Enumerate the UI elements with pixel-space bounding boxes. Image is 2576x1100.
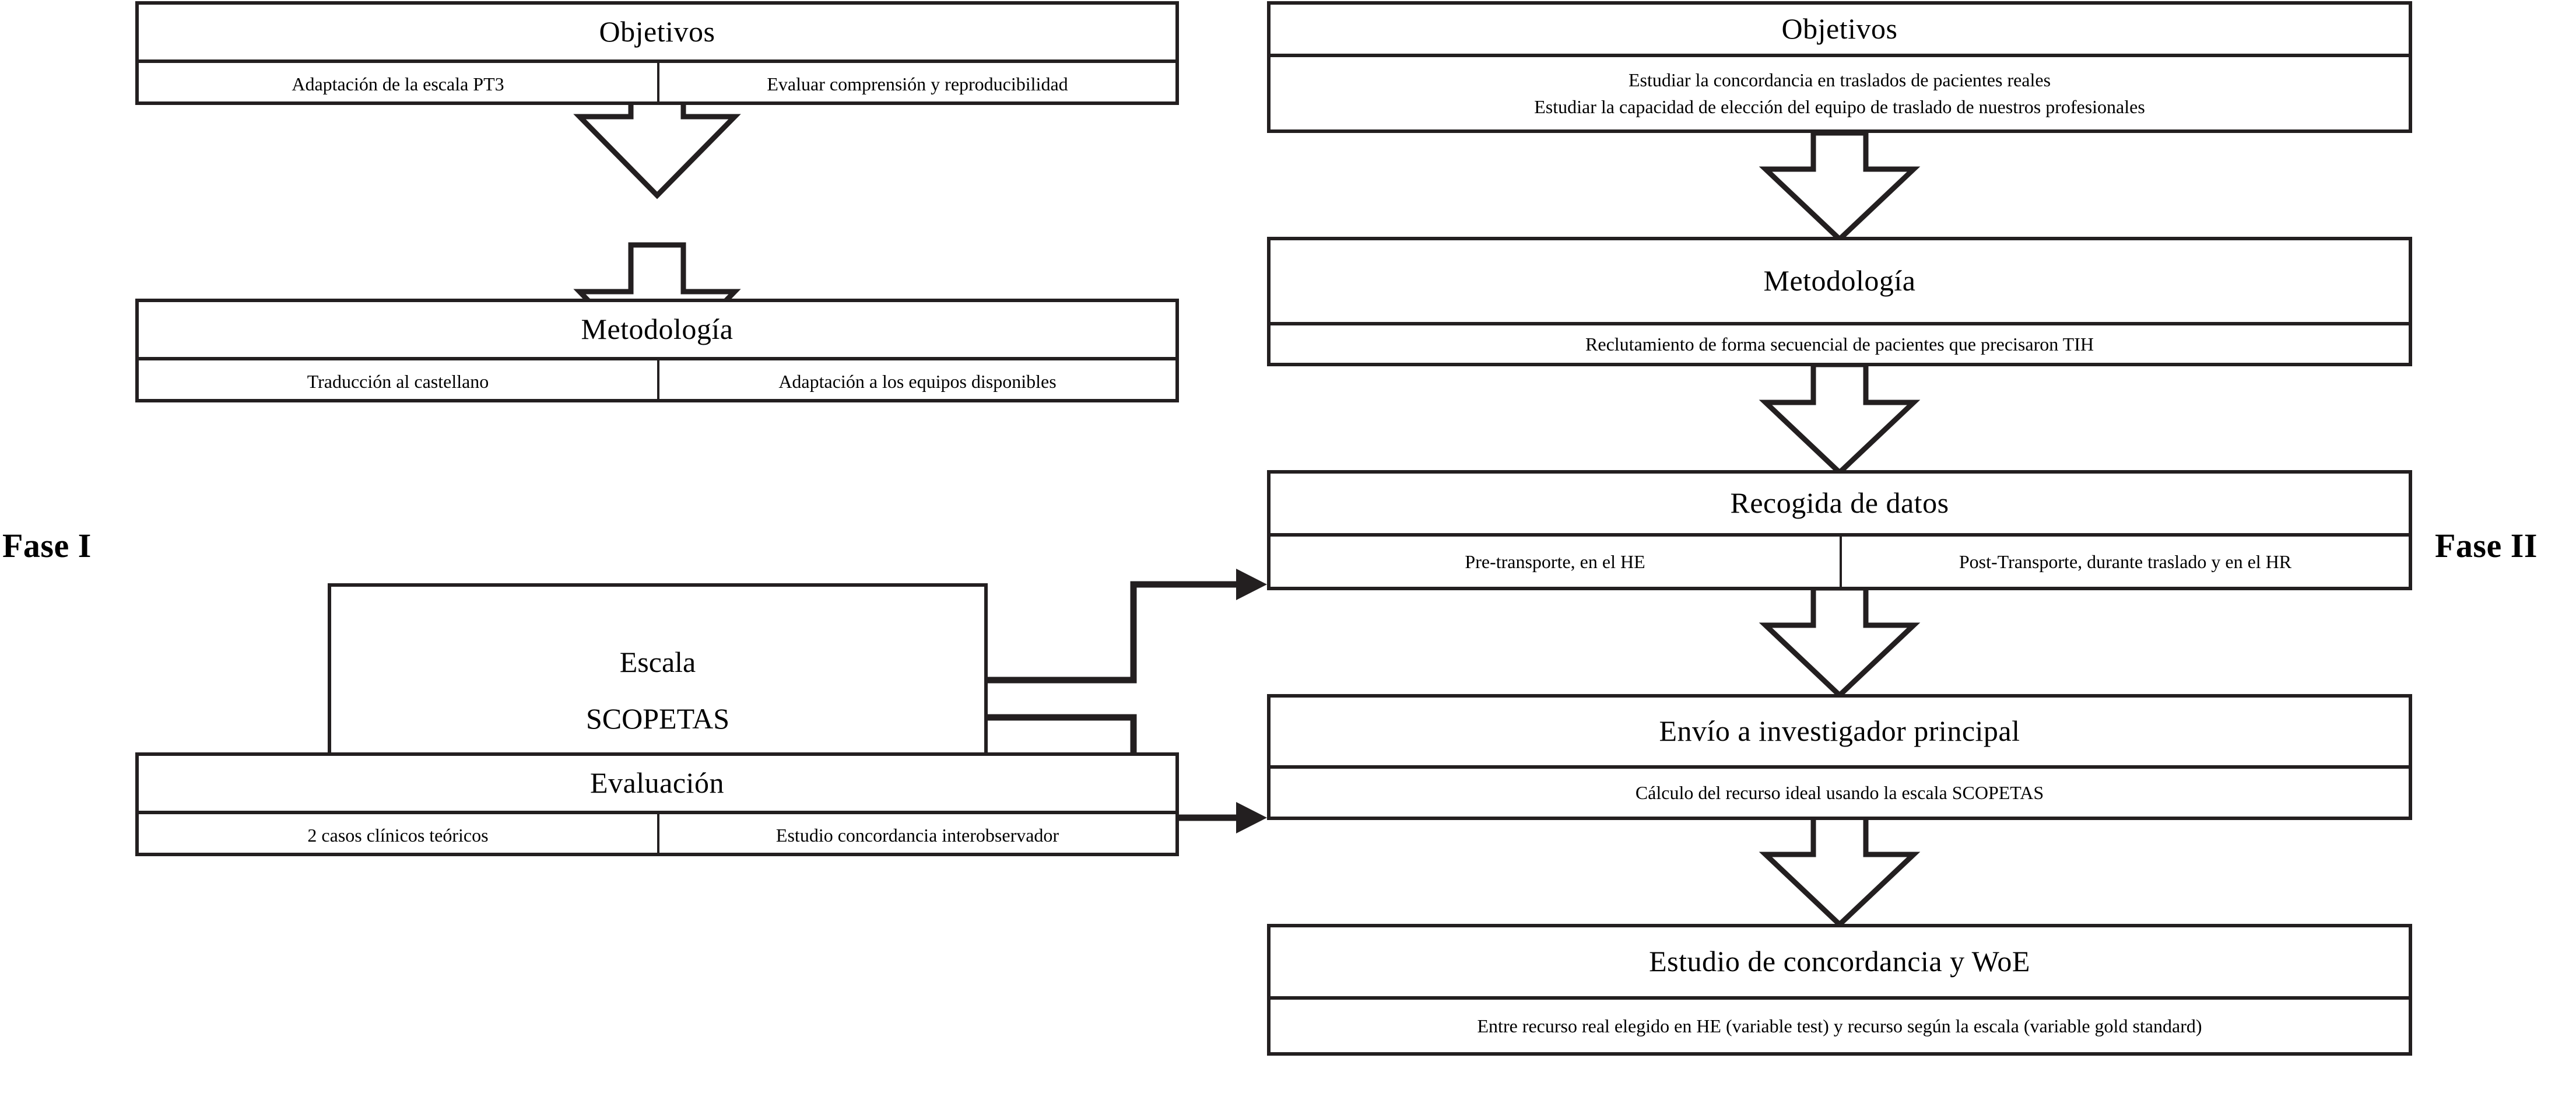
cell-traduccion-castellano[interactable]: Traducción al castellano <box>307 370 489 392</box>
cell-adaptacion-escala-pt3[interactable]: Adaptación de la escala PT3 <box>292 73 504 94</box>
box-estudio-concordancia-woe[interactable]: Estudio de concordancia y WoE Entre recu… <box>1267 924 2412 1056</box>
line-reclutamiento-secuencial: Reclutamiento de forma secuencial de pac… <box>1585 333 2094 355</box>
box-title-escala-line1: Escala <box>619 645 696 678</box>
line-calculo-recurso-ideal: Cálculo del recurso ideal usando la esca… <box>1635 782 2044 803</box>
box-evaluacion-fase1[interactable]: Evaluación 2 casos clínicos teóricos Est… <box>135 752 1179 856</box>
box-objetivos-fase2[interactable]: Objetivos Estudiar la concordancia en tr… <box>1267 1 2412 133</box>
phase-label-fase-1: Fase I <box>2 527 92 565</box>
line-entre-recurso-real-gold-standard: Entre recurso real elegido en HE (variab… <box>1477 1015 2202 1036</box>
phase-label-fase-2: Fase II <box>2435 527 2538 565</box>
cell-pre-transporte-he[interactable]: Pre-transporte, en el HE <box>1465 551 1645 572</box>
box-title-metodologia-fase2: Metodología <box>1763 264 1916 297</box>
box-lines-objetivos-fase2: Estudiar la concordancia en traslados de… <box>1271 54 2409 129</box>
box-lines-metodologia-fase2: Reclutamiento de forma secuencial de pac… <box>1271 322 2409 363</box>
box-title-objetivos-fase1: Objetivos <box>599 15 715 48</box>
line-estudiar-capacidad-eleccion: Estudiar la capacidad de elección del eq… <box>1534 96 2145 117</box>
cell-evaluar-comprension[interactable]: Evaluar comprensión y reproducibilidad <box>657 63 1175 105</box>
elbow-arrow-escala-to-recogida <box>988 569 1267 684</box>
cell-estudio-concordancia-interobservador[interactable]: Estudio concordancia interobservador <box>657 814 1175 856</box>
box-title-envio-investigador: Envío a investigador principal <box>1659 714 2020 748</box>
cell-2-casos-clinicos[interactable]: 2 casos clínicos teóricos <box>307 824 489 846</box>
box-metodologia-fase1[interactable]: Metodología Traducción al castellano Ada… <box>135 299 1179 402</box>
block-arrow-metodologia2-to-recogida <box>1759 362 1921 477</box>
box-title-recogida-de-datos: Recogida de datos <box>1730 486 1949 520</box>
box-envio-investigador-principal[interactable]: Envío a investigador principal Cálculo d… <box>1267 694 2412 820</box>
box-lines-estudio-concordancia-woe: Entre recurso real elegido en HE (variab… <box>1271 996 2409 1052</box>
box-cells-objetivos-fase1: Adaptación de la escala PT3 Evaluar comp… <box>139 59 1175 105</box>
box-title-evaluacion: Evaluación <box>590 766 724 800</box>
box-cells-recogida-de-datos: Pre-transporte, en el HE Post-Transporte… <box>1271 533 2409 587</box>
block-arrow-objetivos2-to-metodologia2 <box>1759 130 1921 243</box>
line-estudiar-concordancia: Estudiar la concordancia en traslados de… <box>1628 69 2051 90</box>
box-objetivos-fase1[interactable]: Objetivos Adaptación de la escala PT3 Ev… <box>135 1 1179 105</box>
box-title-estudio-concordancia-woe: Estudio de concordancia y WoE <box>1649 945 2030 978</box>
block-arrow-envio-to-estudio <box>1759 814 1921 929</box>
box-title-metodologia-fase1: Metodología <box>581 313 734 346</box>
block-arrow-recogida-to-envio <box>1759 585 1921 699</box>
box-title-objetivos-fase2: Objetivos <box>1781 12 1898 45</box>
cell-adaptacion-equipos[interactable]: Adaptación a los equipos disponibles <box>657 360 1175 402</box>
box-lines-envio-investigador: Cálculo del recurso ideal usando la esca… <box>1271 765 2409 817</box>
box-cells-metodologia-fase1: Traducción al castellano Adaptación a lo… <box>139 357 1175 402</box>
box-title-escala-line2: SCOPETAS <box>585 702 730 735</box>
box-cells-evaluacion: 2 casos clínicos teóricos Estudio concor… <box>139 811 1175 856</box>
cell-post-transporte-hr[interactable]: Post-Transporte, durante traslado y en e… <box>1840 537 2409 587</box>
box-recogida-de-datos[interactable]: Recogida de datos Pre-transporte, en el … <box>1267 470 2412 590</box>
box-metodologia-fase2[interactable]: Metodología Reclutamiento de forma secue… <box>1267 237 2412 366</box>
